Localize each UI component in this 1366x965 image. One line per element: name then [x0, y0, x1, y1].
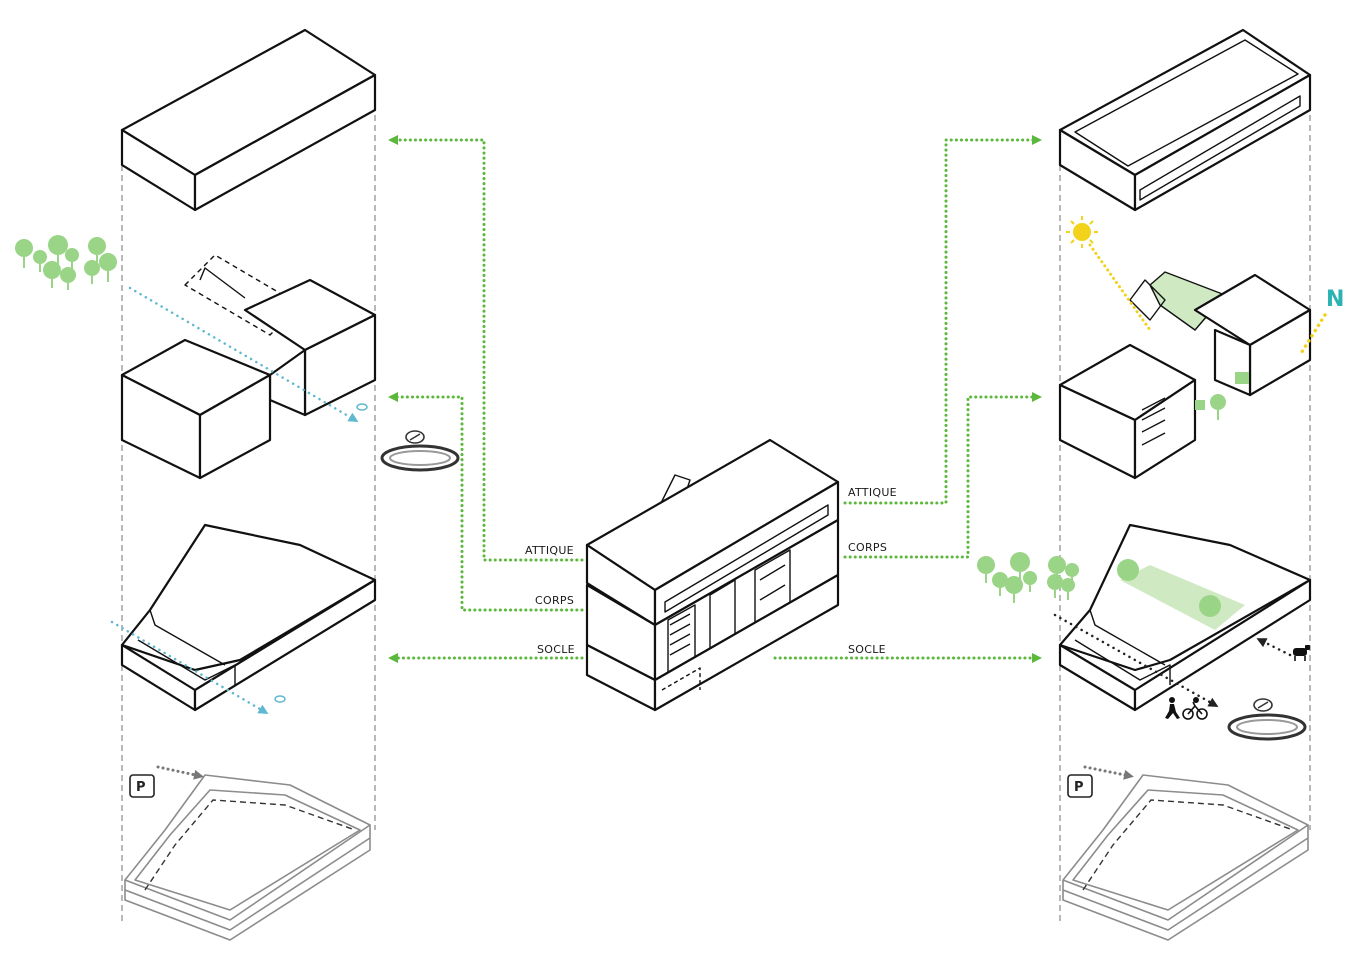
label-attique-left: ATTIQUE	[525, 544, 574, 557]
left-attique-block	[120, 28, 377, 212]
tree-icon	[15, 235, 117, 290]
left-ground-plan	[124, 765, 371, 941]
left-stack: P	[15, 28, 460, 941]
label-socle-left: SOCLE	[537, 643, 575, 656]
tree-icon	[977, 552, 1079, 603]
cyclist-icon	[1182, 697, 1208, 720]
animal-icon	[1293, 645, 1310, 661]
parking-label: P	[1074, 780, 1084, 795]
sun-icon	[1066, 216, 1327, 357]
left-corps-blocks	[120, 254, 377, 480]
right-stack: N	[977, 28, 1344, 941]
right-socle-block	[1053, 523, 1312, 712]
roundabout-icon	[380, 430, 460, 472]
parking-icon: P	[129, 774, 155, 798]
parking-label: P	[136, 780, 146, 795]
parking-icon: P	[1067, 774, 1093, 798]
right-attique-block	[1058, 28, 1312, 212]
eye-icon	[274, 403, 368, 703]
label-corps-left: CORPS	[535, 594, 574, 607]
north-label: N	[1326, 287, 1344, 312]
left-socle-block	[110, 523, 377, 715]
label-corps-right: CORPS	[848, 541, 887, 554]
roundabout-icon	[1227, 698, 1307, 741]
central-building	[585, 438, 840, 712]
label-attique-right: ATTIQUE	[848, 486, 897, 499]
layer-labels: ATTIQUE CORPS SOCLE ATTIQUE CORPS SOCLE	[525, 486, 897, 656]
right-ground-plan	[1062, 765, 1309, 941]
label-socle-right: SOCLE	[848, 643, 886, 656]
pedestrian-icon	[1165, 697, 1180, 719]
right-corps-blocks	[1058, 271, 1312, 480]
connector-arrows	[388, 135, 1042, 663]
